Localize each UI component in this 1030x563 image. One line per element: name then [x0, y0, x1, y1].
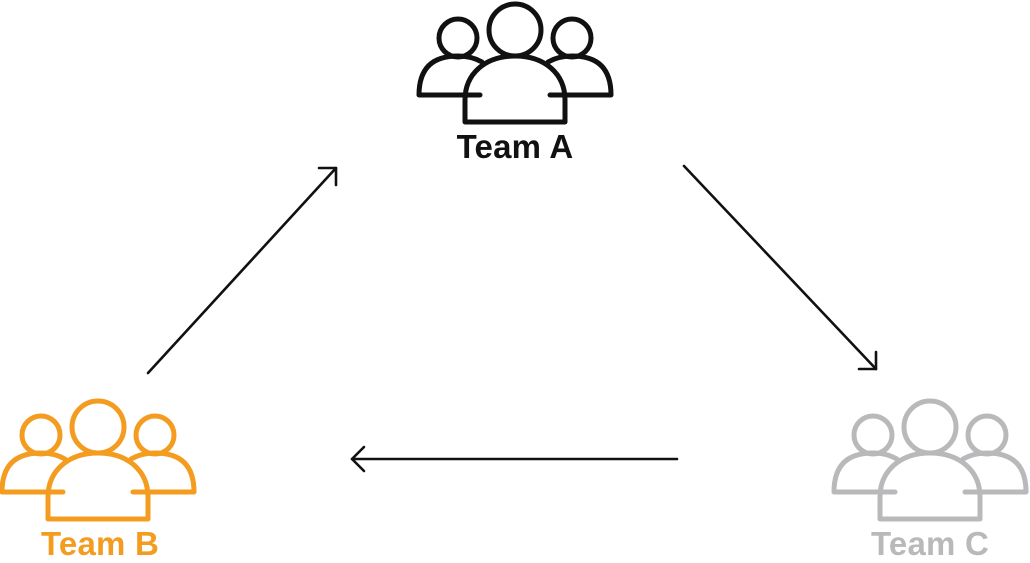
arrow-team-c-to-team-b	[350, 445, 679, 473]
team-b-label: Team B	[41, 525, 159, 562]
team-b-people-icon	[0, 398, 197, 522]
team-c-label: Team C	[871, 525, 989, 562]
team-a-people-icon	[416, 1, 614, 125]
team-c-people-icon	[831, 398, 1029, 522]
arrow-team-a-to-team-c	[682, 164, 878, 371]
arrow-team-b-to-team-a	[146, 166, 338, 375]
team-a-label: Team A	[456, 128, 574, 165]
